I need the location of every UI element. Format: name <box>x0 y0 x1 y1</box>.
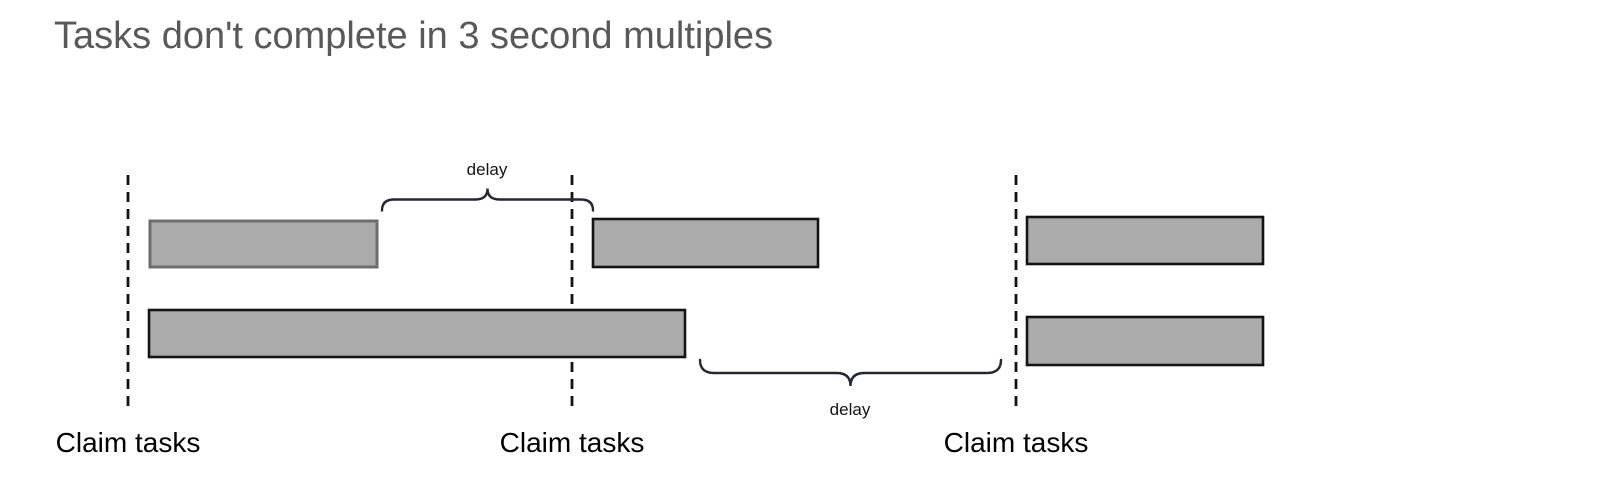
page-title: Tasks don't complete in 3 second multipl… <box>54 15 774 57</box>
task-bar-row1-3 <box>1025 215 1265 266</box>
claim-label: Claim tasks <box>499 427 645 458</box>
claim-label: Claim tasks <box>943 427 1089 458</box>
task-bar-row1-1 <box>148 219 379 269</box>
task-bar-row2-2 <box>1025 315 1265 367</box>
delay-brace <box>380 188 595 212</box>
claim-label: Claim tasks <box>55 427 201 458</box>
task-bar-row2-1 <box>147 308 687 359</box>
task-bar-row1-2 <box>591 217 820 269</box>
delay-label: delay <box>466 160 508 179</box>
delay-brace <box>698 358 1003 387</box>
delay-label: delay <box>829 400 871 419</box>
